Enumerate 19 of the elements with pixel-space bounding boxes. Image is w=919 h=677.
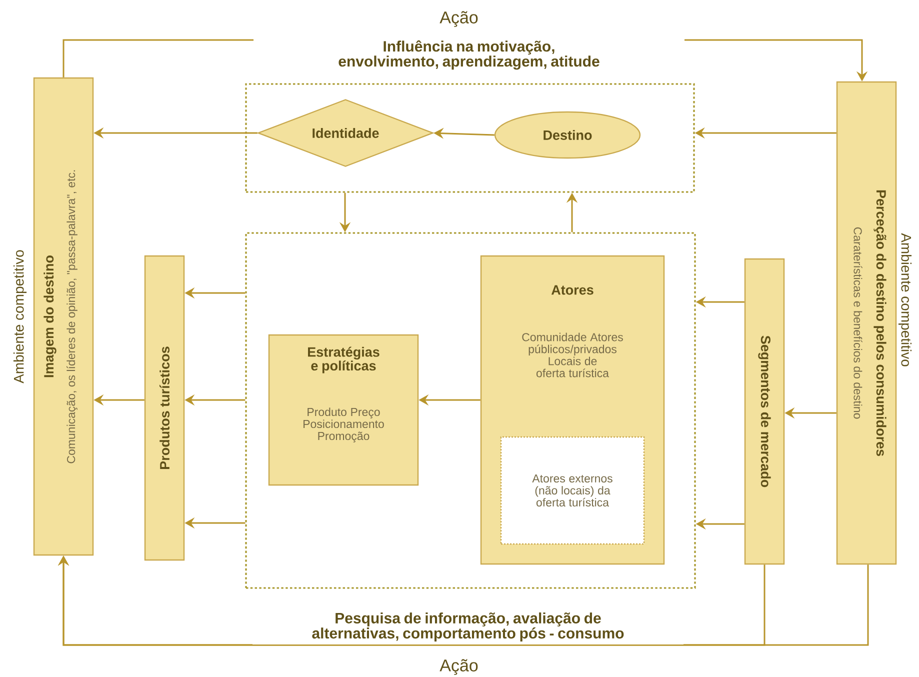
box-text: Caraterísticas e benefícios do destino	[854, 227, 862, 419]
edge-label: Pesquisa de informação, avaliação de alternativas, comportamento pós - consumo	[252, 609, 684, 645]
box-text: Comunicação, os líderes de opinião, "passa-palavra", etc.	[66, 170, 78, 464]
group-frame	[245, 83, 695, 193]
action-label: Ação	[440, 659, 478, 675]
box-label: Produtos turísticos	[160, 346, 170, 469]
side-label: Ambiente competitivo	[13, 250, 27, 384]
box-text: Comunidade Atores públicos/privados Locais de oferta turística	[522, 332, 623, 378]
box-title: Perceção do destino pelos consumidores	[874, 190, 886, 456]
action-label: Ação	[440, 11, 478, 27]
box-text: Produto Preço Posicionamento Promoção	[304, 408, 384, 442]
box-label: Atores externos (não locais) da oferta turística	[532, 474, 612, 506]
box-title: Estratégias e políticas	[308, 346, 380, 374]
box-title: Atores	[551, 285, 594, 295]
side-label: Ambiente competitivo	[898, 233, 912, 366]
group-frame	[245, 232, 696, 589]
edge-label: Influência na motivação, envolvimento, aprendizagem, atitude	[254, 37, 684, 73]
box-label: Segmentos de mercado	[758, 336, 771, 488]
box-title: Imagem do destino	[44, 256, 56, 378]
